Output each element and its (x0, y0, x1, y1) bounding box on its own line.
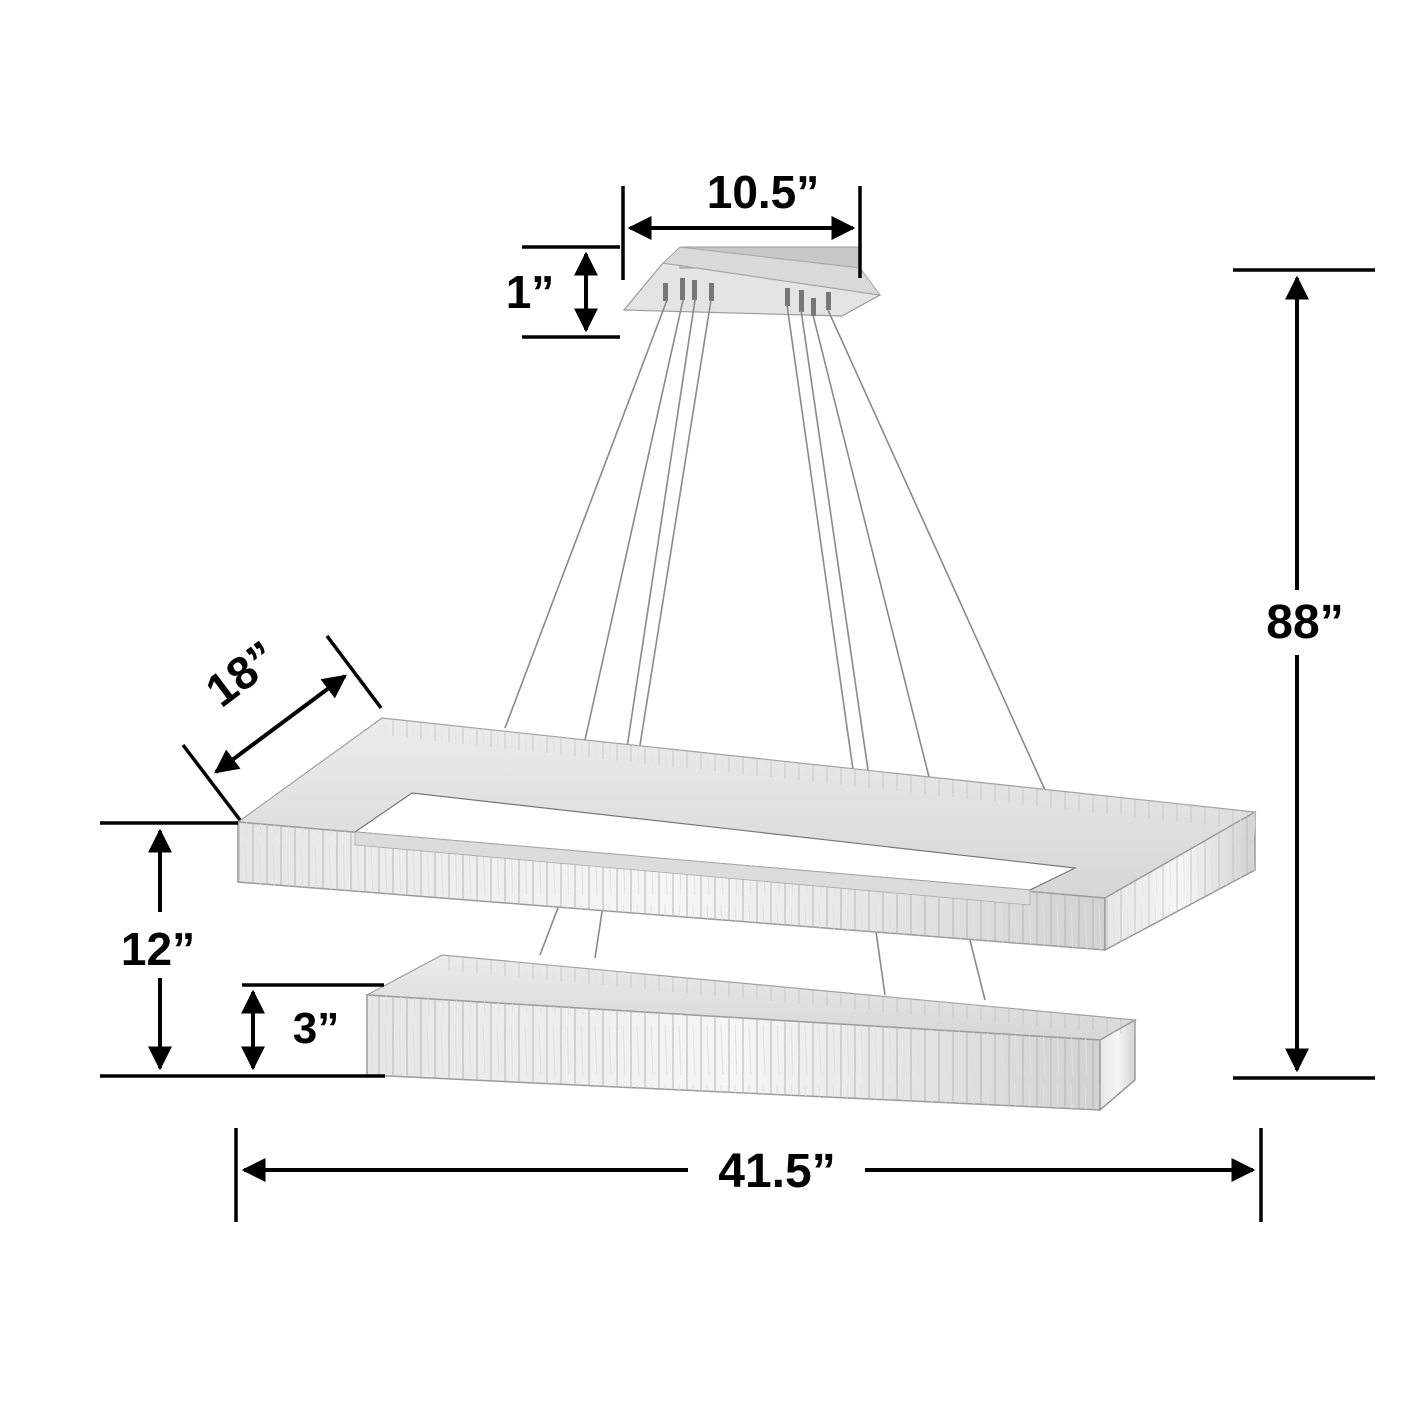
tier-spacing-label: 12” (121, 923, 195, 975)
ring-height-label: 3” (293, 1004, 339, 1053)
ceiling-canopy (622, 246, 882, 317)
dimension-canopy-height: 1” (506, 245, 620, 339)
lower-crystal-ring (364, 954, 1137, 1112)
canopy-height-label: 1” (506, 266, 555, 318)
dimension-overall-height: 88” (1233, 268, 1375, 1080)
dimension-overall-width: 41.5” (234, 1128, 1263, 1222)
wire-clamps (663, 278, 831, 316)
canopy-width-label: 10.5” (707, 166, 820, 218)
dimension-ring-height: 3” (241, 983, 384, 1071)
depth-label: 18” (196, 631, 287, 717)
overall-height-label: 88” (1266, 596, 1343, 649)
dimension-canopy-width: 10.5” (621, 166, 862, 280)
overall-width-label: 41.5” (718, 1145, 835, 1198)
upper-crystal-ring (236, 717, 1257, 952)
dimension-tier-spacing: 12” (100, 821, 385, 1078)
